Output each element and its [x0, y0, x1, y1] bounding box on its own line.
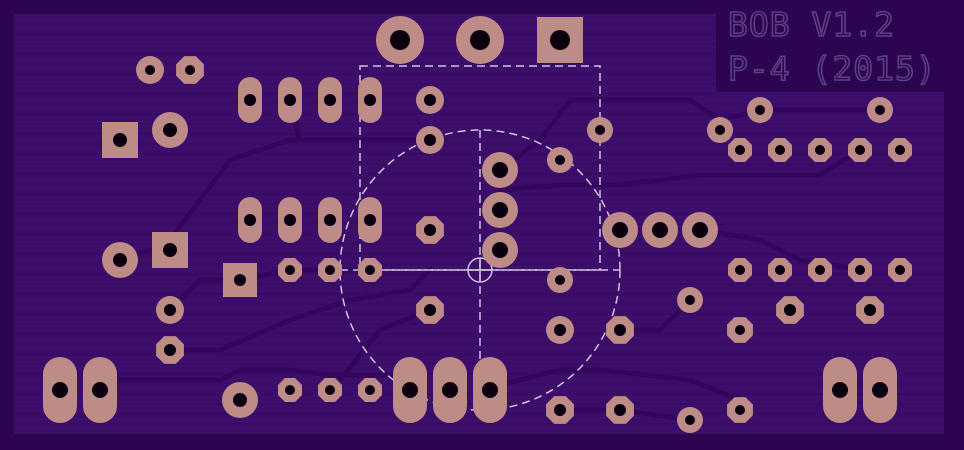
drill-hole	[424, 134, 436, 146]
board-name-text: BOB V1.2	[728, 5, 895, 44]
drill-hole	[365, 385, 375, 395]
trace	[237, 267, 373, 283]
drill-hole	[324, 214, 336, 226]
drill-hole	[244, 94, 256, 106]
center-crosshair	[467, 257, 493, 283]
drill-hole	[424, 224, 436, 236]
board-revision-text: P-4 (2015)	[728, 49, 937, 88]
drill-hole	[735, 145, 745, 155]
drill-hole	[855, 145, 865, 155]
drill-hole	[402, 382, 418, 398]
trace	[337, 307, 433, 383]
drill-hole	[92, 382, 108, 398]
drill-hole	[52, 382, 68, 398]
pads	[43, 16, 912, 433]
drill-hole	[364, 94, 376, 106]
drill-hole	[234, 274, 246, 286]
label-clearance	[716, 4, 956, 92]
trace	[97, 367, 413, 383]
drill-hole	[614, 404, 626, 416]
drill-hole	[470, 30, 490, 50]
drill-hole	[492, 162, 508, 178]
drill-hole	[285, 385, 295, 395]
drill-hole	[735, 325, 745, 335]
drill-hole	[325, 385, 335, 395]
drill-hole	[233, 393, 247, 407]
drill-hole	[285, 265, 295, 275]
drill-hole	[735, 265, 745, 275]
trace	[167, 137, 433, 243]
drill-hole	[895, 265, 905, 275]
drill-hole	[784, 304, 796, 316]
drill-hole	[164, 344, 176, 356]
drill-hole	[775, 265, 785, 275]
drill-hole	[864, 304, 876, 316]
drill-hole	[685, 295, 695, 305]
drill-hole	[364, 214, 376, 226]
drill-hole	[324, 94, 336, 106]
drill-hole	[185, 65, 195, 75]
drill-hole	[482, 382, 498, 398]
drill-hole	[163, 123, 177, 137]
trace	[497, 147, 863, 193]
drill-hole	[735, 405, 745, 415]
drill-hole	[145, 65, 155, 75]
pour-hatch-lines	[14, 23, 944, 425]
drill-hole	[244, 214, 256, 226]
drill-hole	[163, 243, 177, 257]
drill-hole	[652, 222, 668, 238]
drill-hole	[895, 145, 905, 155]
trace	[167, 267, 433, 353]
drill-hole	[424, 94, 436, 106]
drill-hole	[492, 242, 508, 258]
drill-hole	[715, 125, 725, 135]
drill-hole	[113, 133, 127, 147]
drill-hole	[872, 382, 888, 398]
drill-hole	[815, 265, 825, 275]
drill-hole	[424, 304, 436, 316]
drill-hole	[755, 105, 765, 115]
drill-hole	[284, 94, 296, 106]
drill-hole	[612, 222, 628, 238]
drill-hole	[325, 265, 335, 275]
drill-hole	[390, 30, 410, 50]
drill-hole	[775, 145, 785, 155]
drill-hole	[815, 145, 825, 155]
drill-hole	[875, 105, 885, 115]
drill-hole	[550, 30, 570, 50]
drill-hole	[492, 202, 508, 218]
drill-hole	[855, 265, 865, 275]
drill-hole	[832, 382, 848, 398]
drill-hole	[554, 324, 566, 336]
drill-hole	[614, 324, 626, 336]
drill-hole	[595, 125, 605, 135]
drill-hole	[365, 265, 375, 275]
drill-hole	[692, 222, 708, 238]
drill-hole	[442, 382, 458, 398]
drill-hole	[555, 275, 565, 285]
drill-hole	[555, 155, 565, 165]
drill-hole	[284, 214, 296, 226]
drill-hole	[685, 415, 695, 425]
drill-hole	[164, 304, 176, 316]
drill-hole	[554, 404, 566, 416]
trace	[477, 367, 743, 403]
drill-hole	[113, 253, 127, 267]
